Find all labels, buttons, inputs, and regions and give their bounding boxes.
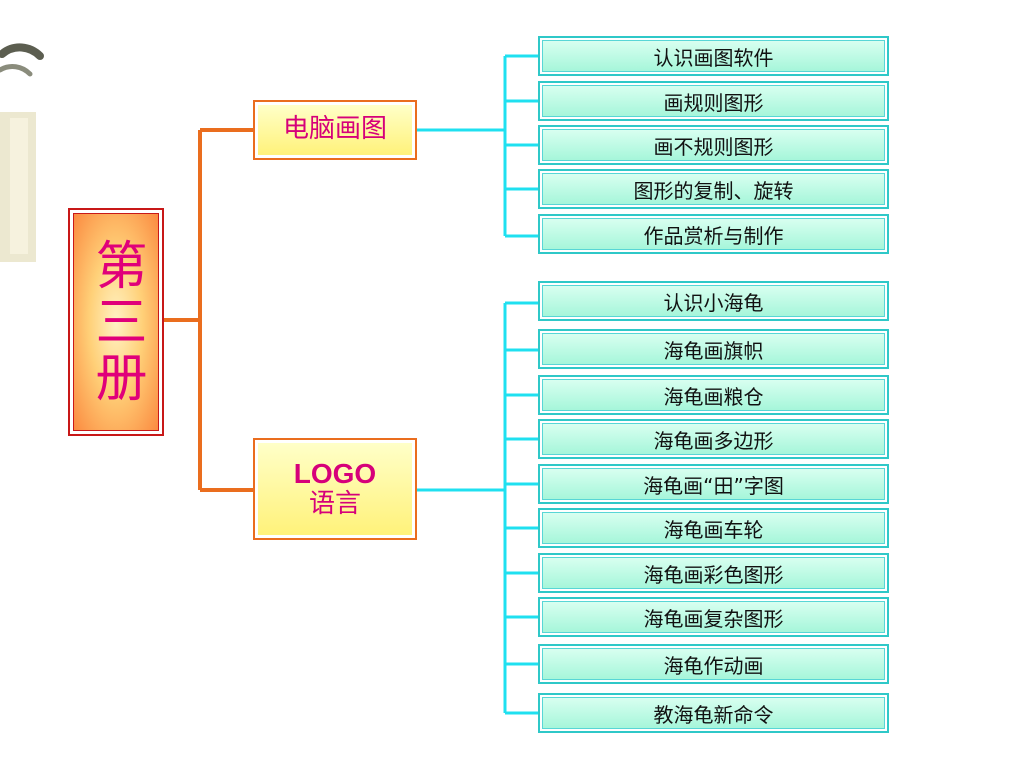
leaf-node: 海龟画粮仓 (538, 375, 889, 415)
leaf-node: 画规则图形 (538, 81, 889, 121)
leaf-label: 画不规则图形 (542, 129, 885, 161)
branch-node-logo-fill: LOGO 语言 (258, 443, 412, 535)
leaf-node: 海龟画车轮 (538, 508, 889, 548)
leaf-label: 海龟画“田”字图 (542, 468, 885, 500)
leaf-node: 画不规则图形 (538, 125, 889, 165)
leaf-node: 海龟画彩色图形 (538, 553, 889, 593)
leaf-label: 海龟画车轮 (542, 512, 885, 544)
leaf-label: 认识画图软件 (542, 40, 885, 72)
leaf-label: 认识小海龟 (542, 285, 885, 317)
leaf-node: 海龟画多边形 (538, 419, 889, 459)
leaf-node: 教海龟新命令 (538, 693, 889, 733)
root-node: 第三册 (68, 208, 164, 436)
leaf-node: 作品赏析与制作 (538, 214, 889, 254)
leaf-node: 图形的复制、旋转 (538, 169, 889, 209)
leaf-label: 海龟画粮仓 (542, 379, 885, 411)
leaf-node: 海龟作动画 (538, 644, 889, 684)
leaf-label: 海龟画旗帜 (542, 333, 885, 365)
leaf-label: 海龟画复杂图形 (542, 601, 885, 633)
leaf-node: 海龟画复杂图形 (538, 597, 889, 637)
branch-node-drawing-fill: 电脑画图 (258, 105, 412, 155)
leaf-node: 海龟画“田”字图 (538, 464, 889, 504)
branch-b-connectors (417, 301, 538, 715)
root-label: 第三册 (86, 238, 146, 406)
leaf-node: 认识小海龟 (538, 281, 889, 321)
leaf-node: 认识画图软件 (538, 36, 889, 76)
leaf-label: 画规则图形 (542, 85, 885, 117)
root-connectors (164, 128, 253, 492)
leaf-label: 图形的复制、旋转 (542, 173, 885, 205)
leaf-label: 海龟作动画 (542, 648, 885, 680)
leaf-label: 作品赏析与制作 (542, 218, 885, 250)
branch-node-logo: LOGO 语言 (253, 438, 417, 540)
branch-a-connectors (417, 54, 538, 238)
branch-label-logo-line1: LOGO (293, 457, 377, 489)
branch-node-drawing: 电脑画图 (253, 100, 417, 160)
leaf-label: 教海龟新命令 (542, 697, 885, 729)
leaf-label: 海龟画彩色图形 (542, 557, 885, 589)
leaf-label: 海龟画多边形 (542, 423, 885, 455)
leaf-node: 海龟画旗帜 (538, 329, 889, 369)
decorative-scroll-ornament (0, 43, 44, 262)
root-node-fill: 第三册 (73, 213, 159, 431)
branch-label-logo-line2: 语言 (308, 489, 361, 520)
branch-label-drawing: 电脑画图 (282, 114, 387, 145)
